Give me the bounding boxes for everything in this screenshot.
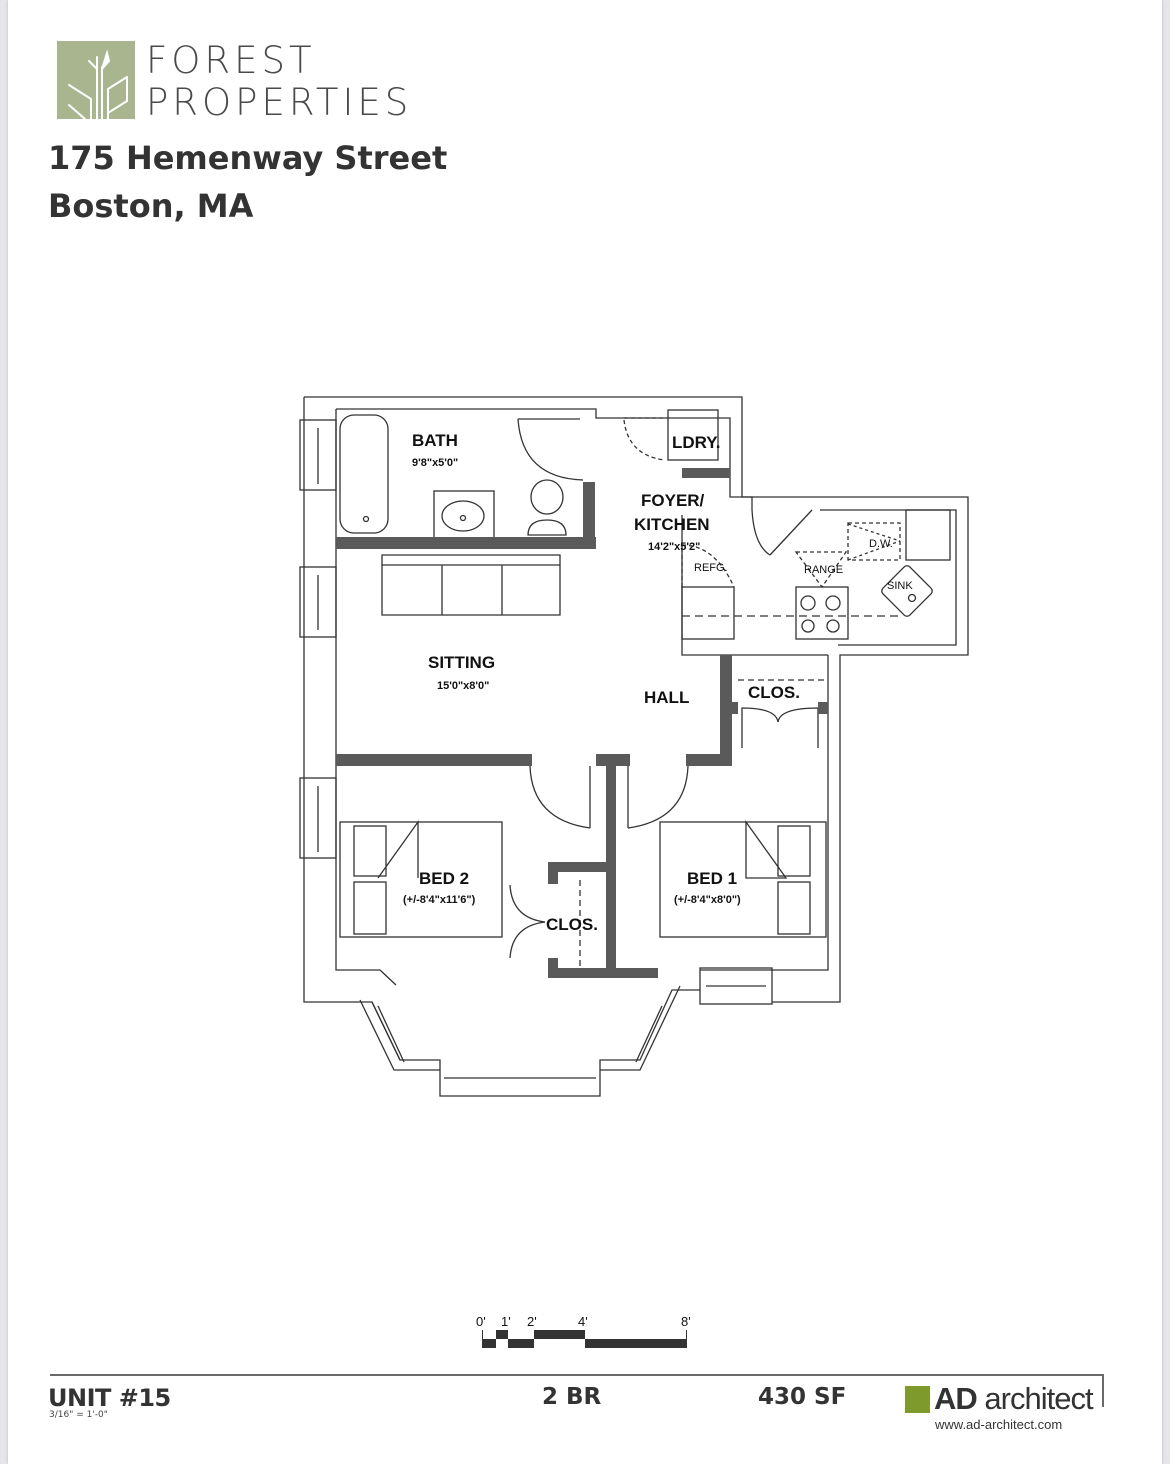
floor-plan-page xyxy=(8,0,1162,1464)
room-label-sitting: SITTING xyxy=(428,653,495,672)
architect-name-rest: architect xyxy=(976,1381,1093,1416)
fixture-label-dishwasher: D.W. xyxy=(869,538,893,550)
architect-url[interactable]: www.ad-architect.com xyxy=(935,1417,1063,1432)
drawing-scale: 3/16" = 1'-0" xyxy=(49,1410,108,1420)
room-dim-bed1: (+/-8'4"x8'0") xyxy=(674,894,741,906)
footer-divider xyxy=(50,1374,1103,1376)
room-label-hall: HALL xyxy=(644,688,689,707)
room-label-bed2: BED 2 xyxy=(419,869,469,888)
room-label-kitchen: KITCHEN xyxy=(634,515,710,534)
architect-name-bold: AD xyxy=(934,1381,978,1416)
room-label-laundry: LDRY. xyxy=(672,433,721,452)
scale-tick-8: 8' xyxy=(681,1314,691,1329)
tree-icon xyxy=(57,41,135,120)
brand-name-line2: PROPERTIES xyxy=(146,81,413,124)
scale-tick-1: 1' xyxy=(501,1314,511,1329)
room-dim-foyer-kitchen: 14'2"x5'2" xyxy=(648,541,700,553)
room-label-bath: BATH xyxy=(412,431,458,450)
square-footage: 430 SF xyxy=(758,1384,847,1410)
bedroom-count: 2 BR xyxy=(542,1384,602,1410)
scale-tick-2: 2' xyxy=(527,1314,537,1329)
room-dim-sitting: 15'0"x8'0" xyxy=(437,680,489,692)
scale-tick-0: 0' xyxy=(476,1314,486,1329)
city-state: Boston, MA xyxy=(48,187,254,225)
scale-tick-4: 4' xyxy=(578,1314,588,1329)
footer-divider-end xyxy=(1102,1374,1104,1407)
street-address: 175 Hemenway Street xyxy=(48,139,448,177)
architect-name: AD architect xyxy=(934,1381,1094,1416)
room-label-foyer: FOYER/ xyxy=(641,491,705,510)
room-dim-bed2: (+/-8'4"x11'6") xyxy=(403,894,476,906)
architect-logo-icon xyxy=(905,1386,930,1413)
fixture-label-range: RANGE xyxy=(804,564,843,576)
room-dim-bath: 9'8"x5'0" xyxy=(412,457,458,469)
room-label-hall-closet: CLOS. xyxy=(748,683,800,702)
room-label-bed1: BED 1 xyxy=(687,869,737,888)
fixture-label-refrigerator: REFG. xyxy=(694,562,728,574)
brand-name-line1: FOREST xyxy=(146,39,316,82)
scale-bar: 0' 1' 2' 4' 8' xyxy=(476,1314,691,1348)
fixture-label-sink: SINK xyxy=(887,580,913,592)
unit-number: UNIT #15 xyxy=(48,1384,171,1412)
room-label-bed2-closet: CLOS. xyxy=(546,915,598,934)
